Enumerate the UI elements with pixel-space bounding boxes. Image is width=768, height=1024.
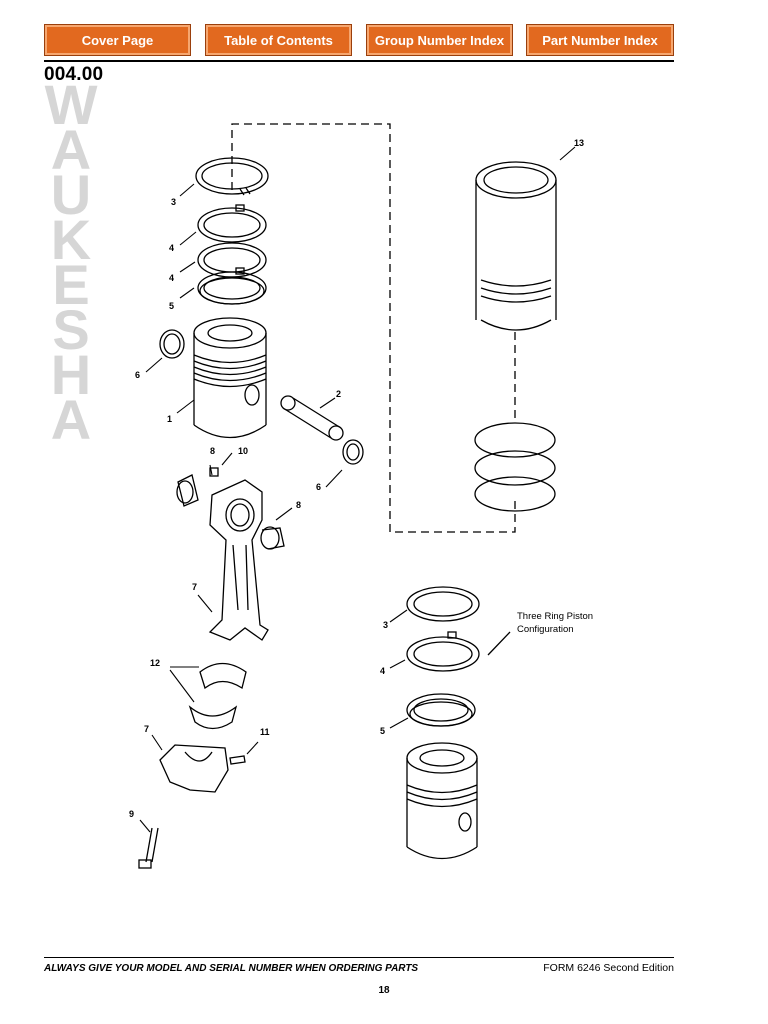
callout-5: 5 xyxy=(380,726,386,736)
brand-letter: U xyxy=(50,163,92,226)
caption-line-2: Configuration xyxy=(517,624,574,635)
callout-7: 7 xyxy=(192,582,198,592)
callout-4: 4 xyxy=(380,666,386,676)
brand-letter: A xyxy=(50,118,92,181)
callout-3: 3 xyxy=(383,620,389,630)
brand-letter: K xyxy=(50,208,92,271)
bearing-shell-12-lower xyxy=(188,705,238,730)
table-of-contents-button[interactable]: Table of Contents xyxy=(205,24,352,56)
rod-bolt-9 xyxy=(138,827,159,869)
bushing-8-left xyxy=(176,474,199,507)
callout-2: 2 xyxy=(336,389,342,399)
piston-ring-3 xyxy=(195,157,269,196)
callout-4: 4 xyxy=(169,243,175,253)
callout-10: 10 xyxy=(238,446,249,456)
section-number: 004.00 xyxy=(44,64,104,85)
bushing-8-right xyxy=(260,526,285,550)
callout-8: 8 xyxy=(210,446,216,456)
callout-1: 1 xyxy=(167,414,173,424)
dowel-11 xyxy=(229,755,246,765)
callout-6: 6 xyxy=(316,482,322,492)
three-ring-piston xyxy=(406,742,478,860)
oil-jet-10 xyxy=(209,467,219,477)
bearing-shell-12-upper xyxy=(199,662,247,690)
brand-letter: S xyxy=(52,298,90,361)
three-ring-caption: Three Ring Piston Configuration xyxy=(517,610,593,636)
callout-5: 5 xyxy=(169,301,175,311)
caption-line-1: Three Ring Piston xyxy=(517,611,594,622)
header-rule xyxy=(44,60,674,62)
piston-ring-4-upper xyxy=(197,204,267,243)
brand-letter: E xyxy=(52,253,90,316)
group-number-index-button[interactable]: Group Number Index xyxy=(366,24,513,56)
callout-11: 11 xyxy=(260,727,270,737)
callout-12: 12 xyxy=(150,658,161,668)
brand-letter: W xyxy=(44,73,98,136)
cover-page-button[interactable]: Cover Page xyxy=(44,24,191,56)
dashed-connector-line xyxy=(231,123,516,533)
connecting-rod xyxy=(208,479,269,641)
footer-rule xyxy=(44,957,674,958)
piston-pin xyxy=(280,395,344,441)
part-number-index-button[interactable]: Part Number Index xyxy=(526,24,674,56)
callout-6: 6 xyxy=(135,370,141,380)
callout-8: 8 xyxy=(296,500,302,510)
snap-ring-6-right xyxy=(342,439,364,465)
callout-3: 3 xyxy=(171,197,177,207)
callout-13: 13 xyxy=(574,138,585,148)
callout-9: 9 xyxy=(129,809,135,819)
page-number: 18 xyxy=(378,985,390,996)
brand-letter: A xyxy=(50,388,92,451)
nav-bar: Cover Page Table of Contents Group Numbe… xyxy=(44,24,676,56)
caption-leader xyxy=(487,631,511,656)
piston-ring-3-three-ring xyxy=(406,586,480,622)
piston-ring-5 xyxy=(197,271,267,305)
callout-4: 4 xyxy=(169,273,175,283)
snap-ring-6-left xyxy=(159,329,185,359)
cylinder-liner xyxy=(475,161,557,331)
liner-o-rings xyxy=(474,422,556,512)
piston xyxy=(193,317,267,439)
callout-7: 7 xyxy=(144,724,150,734)
brand-letter: H xyxy=(50,343,92,406)
form-number: FORM 6246 Second Edition xyxy=(543,962,674,974)
piston-ring-5-three-ring xyxy=(406,693,476,727)
ordering-notice: ALWAYS GIVE YOUR MODEL AND SERIAL NUMBER… xyxy=(44,963,419,974)
piston-ring-4-three-ring xyxy=(406,631,480,672)
rod-cap xyxy=(159,744,229,793)
